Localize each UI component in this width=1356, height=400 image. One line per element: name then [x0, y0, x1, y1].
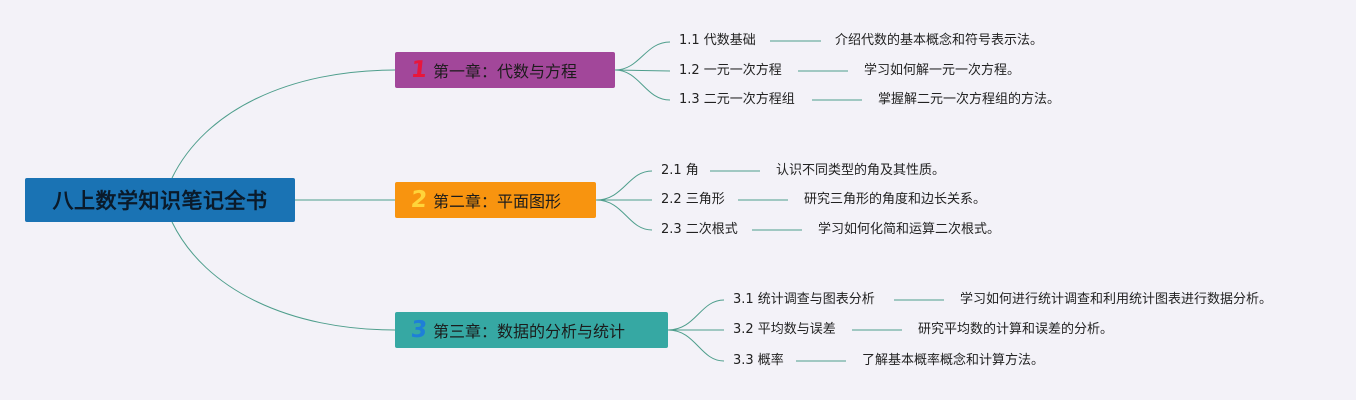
section-node-1-3[interactable]: 1.3 二元一次方程组	[679, 92, 795, 107]
chapter-title: 第一章：代数与方程	[433, 62, 578, 81]
chapter-title: 第三章：数据的分析与统计	[433, 322, 626, 341]
chapter-node-2[interactable]: 2 第二章：平面图形	[395, 182, 596, 218]
section-description-2-1[interactable]: 认识不同类型的角及其性质。	[776, 163, 946, 178]
section-description-1-3[interactable]: 掌握解二元一次方程组的方法。	[878, 92, 1061, 107]
section-node-3-2[interactable]: 3.2 平均数与误差	[733, 322, 836, 337]
chapter-number-badge: 3	[409, 317, 429, 343]
section-description-3-2[interactable]: 研究平均数的计算和误差的分析。	[918, 322, 1114, 337]
section-description-3-1[interactable]: 学习如何进行统计调查和利用统计图表进行数据分析。	[960, 292, 1273, 307]
chapter-number-badge: 2	[409, 187, 429, 213]
connector-ch1-s1	[614, 41, 671, 71]
section-description-1-2[interactable]: 学习如何解一元一次方程。	[864, 63, 1021, 78]
connector-ch3-s3	[667, 329, 725, 362]
section-description-3-3[interactable]: 了解基本概率概念和计算方法。	[862, 353, 1045, 368]
section-description-1-1[interactable]: 介绍代数的基本概念和符号表示法。	[835, 33, 1044, 48]
chapter-node-3[interactable]: 3 第三章：数据的分析与统计	[395, 312, 668, 348]
section-node-1-2[interactable]: 1.2 一元一次方程	[679, 63, 782, 78]
chapter-title: 第二章：平面图形	[433, 192, 562, 211]
connector-root-chapter3	[171, 221, 396, 331]
connector-root-chapter1	[171, 69, 396, 179]
connector-ch1-s2	[614, 69, 671, 72]
connector-ch3-s1	[667, 299, 725, 331]
chapter-node-1[interactable]: 1 第一章：代数与方程	[395, 52, 615, 88]
chapter-number-badge: 1	[409, 57, 429, 83]
section-description-2-2[interactable]: 研究三角形的角度和边长关系。	[804, 192, 987, 207]
section-node-1-1[interactable]: 1.1 代数基础	[679, 33, 756, 48]
section-node-2-3[interactable]: 2.3 二次根式	[661, 222, 738, 237]
section-node-2-1[interactable]: 2.1 角	[661, 163, 699, 178]
root-label: 八上数学知识笔记全书	[52, 189, 268, 213]
connector-ch1-s3	[614, 69, 671, 101]
section-node-2-2[interactable]: 2.2 三角形	[661, 192, 725, 207]
connector-ch2-s3	[595, 199, 653, 231]
section-node-3-1[interactable]: 3.1 统计调查与图表分析	[733, 292, 875, 307]
section-node-3-3[interactable]: 3.3 概率	[733, 353, 784, 368]
connector-ch2-s1	[595, 170, 653, 201]
section-description-2-3[interactable]: 学习如何化简和运算二次根式。	[818, 222, 1001, 237]
root-node[interactable]: 八上数学知识笔记全书	[25, 178, 295, 222]
